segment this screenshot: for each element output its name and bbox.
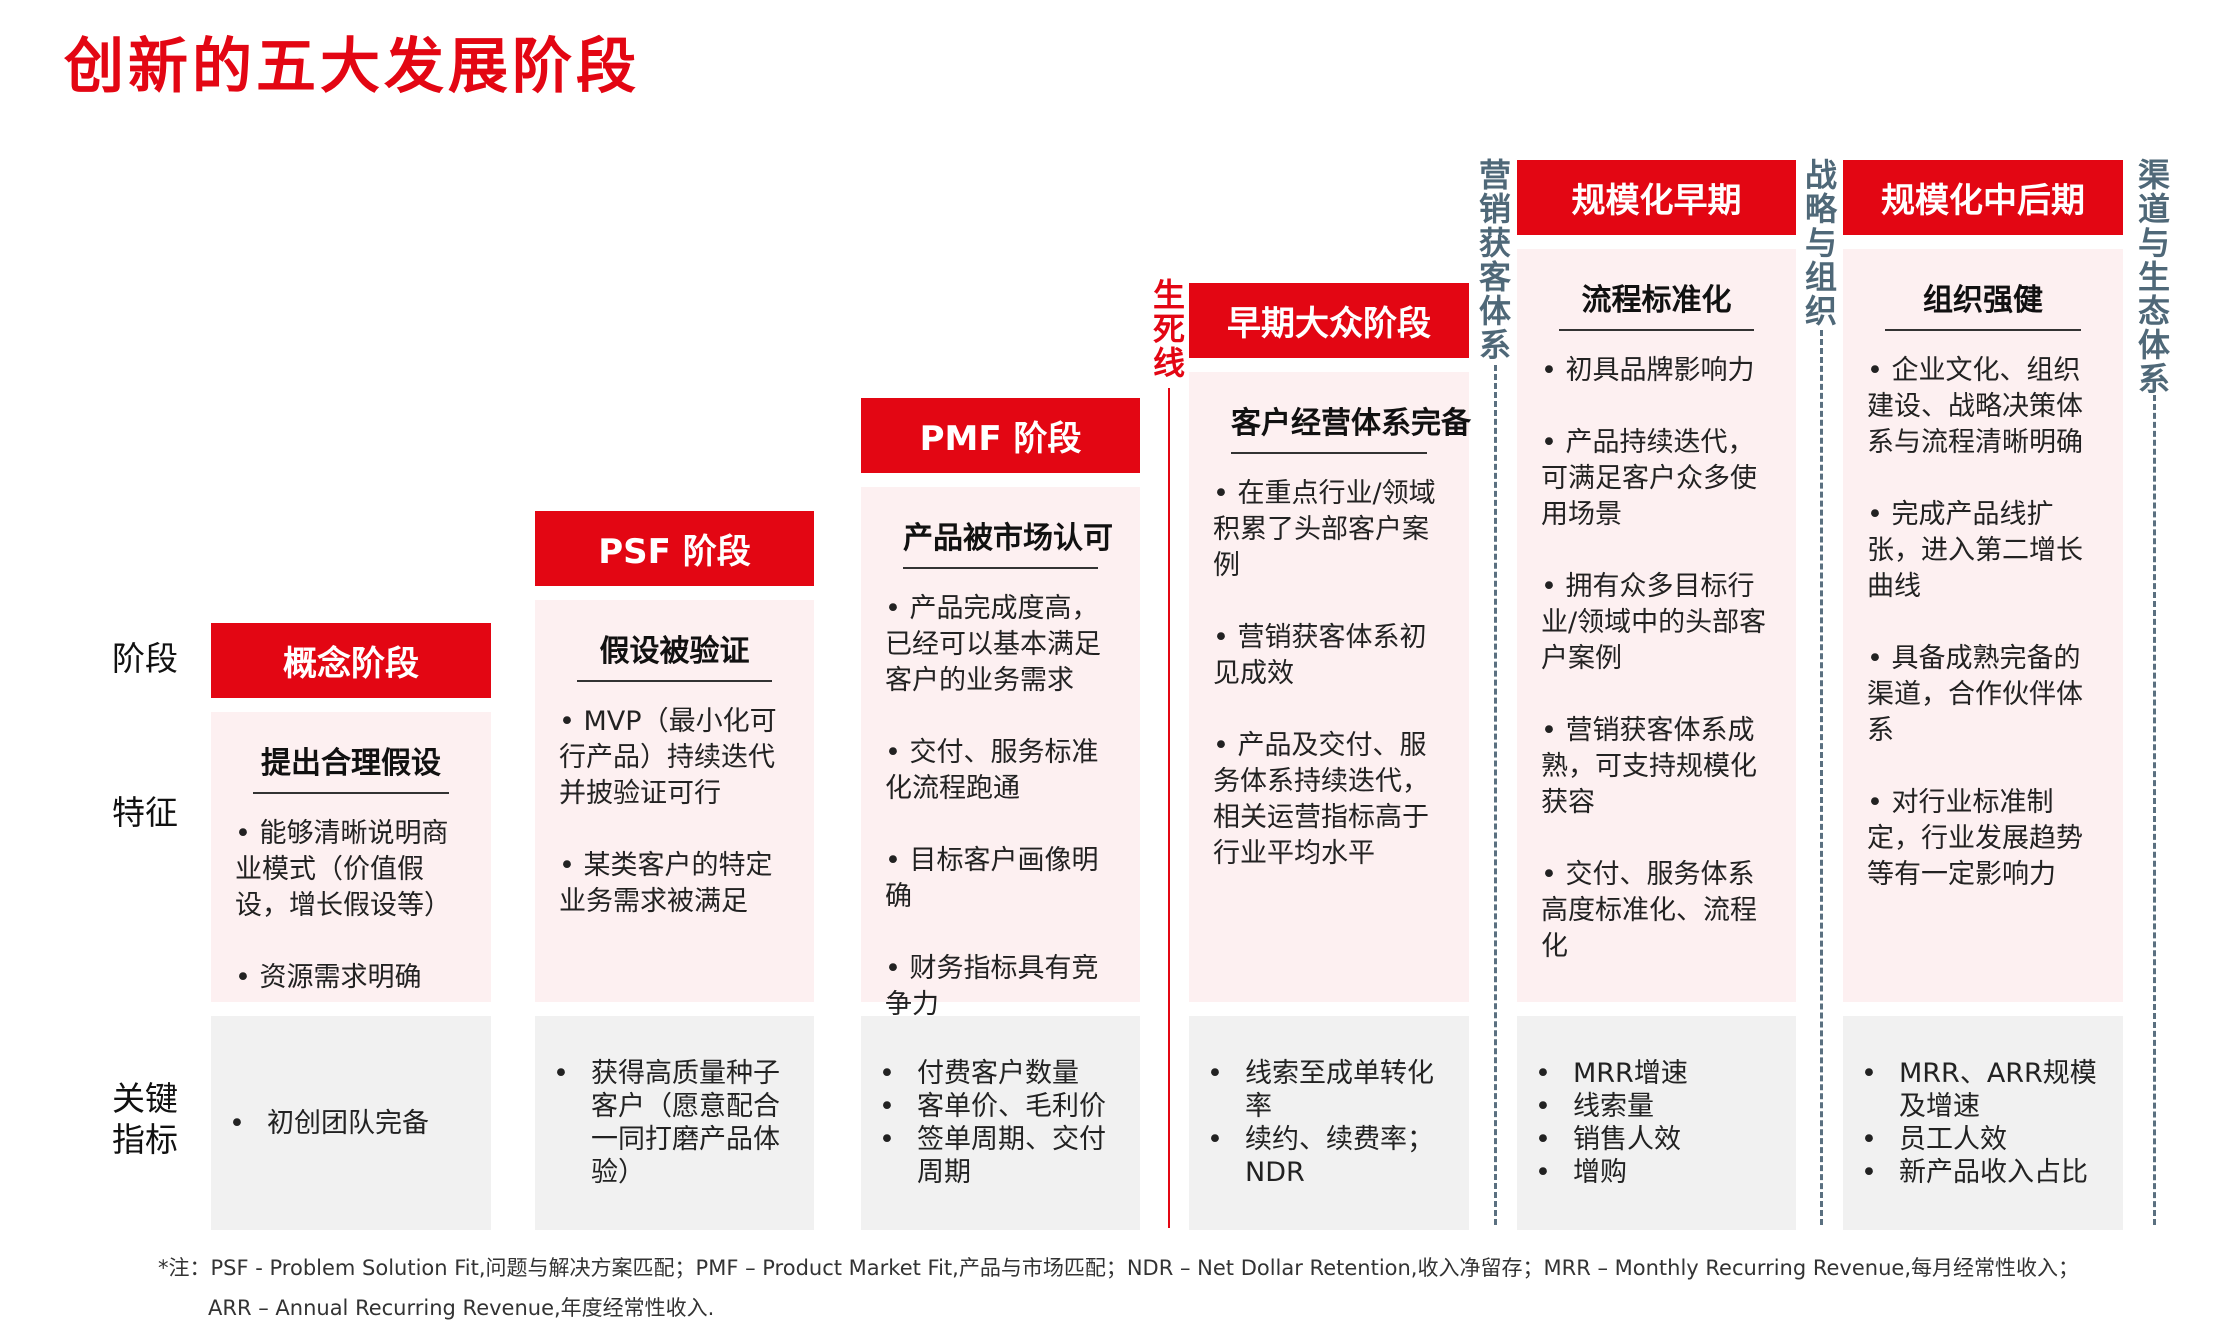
page-title: 创新的五大发展阶段 [64,32,640,102]
feature-item: 交付、服务体系高度标准化、流程化 [1541,857,1772,965]
feature-item: 产品及交付、服务体系持续迭代，相关运营指标高于行业平均水平 [1213,728,1445,872]
metric-item: MRR增速 [1535,1057,1776,1090]
stage-metrics-concept: 初创团队完备 [211,1016,491,1230]
divider-label-life-death-line: 生死线 [1152,276,1185,382]
stage-metrics-pmf: 付费客户数量 客单价、毛利价 签单周期、交付周期 [861,1016,1140,1230]
feature-item: 产品完成度高，已经可以基本满足客户的业务需求 [885,591,1116,699]
stage-features-early-scale: 流程标准化 初具品牌影响力 产品持续迭代，可满足客户众多使用场景 拥有众多目标行… [1517,249,1796,1002]
feature-item: 资源需求明确 [235,960,467,996]
feature-item: MVP（最小化可行产品）持续迭代并披验证可行 [559,704,790,812]
metric-item: 续约、续费率；NDR [1207,1123,1449,1189]
metric-item: 付费客户数量 [879,1057,1120,1090]
stage-header-early-majority: 早期大众阶段 [1189,283,1469,358]
footnote-line-1: *注：PSF - Problem Solution Fit,问题与解决方案匹配；… [158,1256,2079,1280]
divider-line-strategy [1820,330,1823,1225]
metric-item: 初创团队完备 [229,1107,471,1140]
stage-features-concept: 提出合理假设 能够清晰说明商业模式（价值假设，增长假设等） 资源需求明确 [211,712,491,1002]
feature-item: 初具品牌影响力 [1541,353,1772,389]
stage-features-early-majority: 客户经营体系完备 在重点行业/领域积累了头部客户案例 营销获客体系初见成效 产品… [1189,372,1471,1002]
feature-title: 提出合理假设 [253,738,449,794]
feature-item: 交付、服务标准化流程跑通 [885,735,1116,807]
stage-features-psf: 假设被验证 MVP（最小化可行产品）持续迭代并披验证可行 某类客户的特定业务需求… [535,600,814,1002]
feature-title: 产品被市场认可 [903,513,1113,569]
feature-item: 产品持续迭代，可满足客户众多使用场景 [1541,425,1772,533]
divider-label-marketing-system: 营销获客体系 [1478,156,1511,364]
feature-title: 客户经营体系完备 [1231,398,1471,454]
footnote-line-2: ARR – Annual Recurring Revenue,年度经常性收入. [208,1296,715,1320]
metric-item: 线索至成单转化率 [1207,1057,1449,1123]
stage-metrics-late-scale: MRR、ARR规模及增速 员工人效 新产品收入占比 [1843,1016,2123,1230]
metric-item: 获得高质量种子客户（愿意配合一同打磨产品体验） [553,1057,794,1189]
feature-item: 对行业标准制定，行业发展趋势等有一定影响力 [1867,785,2099,893]
feature-title: 假设被验证 [577,626,772,682]
feature-item: 目标客户画像明确 [885,843,1116,915]
divider-line-life-death [1168,388,1170,1228]
divider-line-marketing [1494,365,1497,1225]
feature-item: 能够清晰说明商业模式（价值假设，增长假设等） [235,816,467,924]
feature-item: 营销获客体系成熟，可支持规模化获容 [1541,713,1772,821]
metric-item: MRR、ARR规模及增速 [1861,1057,2103,1123]
metric-item: 签单周期、交付周期 [879,1123,1120,1189]
stage-header-pmf: PMF 阶段 [861,398,1140,473]
stage-header-concept: 概念阶段 [211,623,491,698]
feature-item: 具备成熟完备的渠道，合作伙伴体系 [1867,641,2099,749]
stage-header-psf: PSF 阶段 [535,511,814,586]
row-label-features: 特征 [112,793,178,832]
feature-item: 在重点行业/领域积累了头部客户案例 [1213,476,1445,584]
feature-item: 完成产品线扩张，进入第二增长曲线 [1867,497,2099,605]
stage-header-early-scale: 规模化早期 [1517,160,1796,235]
feature-item: 企业文化、组织建设、战略决策体系与流程清晰明确 [1867,353,2099,461]
metric-item: 销售人效 [1535,1123,1776,1156]
metric-item: 新产品收入占比 [1861,1156,2103,1189]
row-label-stage: 阶段 [112,639,178,678]
feature-title: 流程标准化 [1559,275,1754,331]
stage-metrics-early-scale: MRR增速 线索量 销售人效 增购 [1517,1016,1796,1230]
metric-item: 员工人效 [1861,1123,2103,1156]
feature-item: 营销获客体系初见成效 [1213,620,1445,692]
divider-line-channel [2153,395,2156,1225]
stage-header-late-scale: 规模化中后期 [1843,160,2123,235]
stage-metrics-early-majority: 线索至成单转化率 续约、续费率；NDR [1189,1016,1469,1230]
divider-label-strategy-org: 战略与组织 [1804,156,1837,330]
stage-metrics-psf: 获得高质量种子客户（愿意配合一同打磨产品体验） [535,1016,814,1230]
metric-item: 客单价、毛利价 [879,1090,1120,1123]
feature-title: 组织强健 [1885,275,2081,331]
feature-item: 拥有众多目标行业/领域中的头部客户案例 [1541,569,1772,677]
metric-item: 增购 [1535,1156,1776,1189]
feature-item: 某类客户的特定业务需求被满足 [559,848,790,920]
stage-features-pmf: 产品被市场认可 产品完成度高，已经可以基本满足客户的业务需求 交付、服务标准化流… [861,487,1140,1020]
feature-item: 财务指标具有竞争力 [885,951,1116,1023]
divider-label-channel-ecosystem: 渠道与生态体系 [2137,156,2170,398]
row-label-metrics: 关键 指标 [112,1079,178,1160]
metric-item: 线索量 [1535,1090,1776,1123]
stage-features-late-scale: 组织强健 企业文化、组织建设、战略决策体系与流程清晰明确 完成产品线扩张，进入第… [1843,249,2123,1002]
